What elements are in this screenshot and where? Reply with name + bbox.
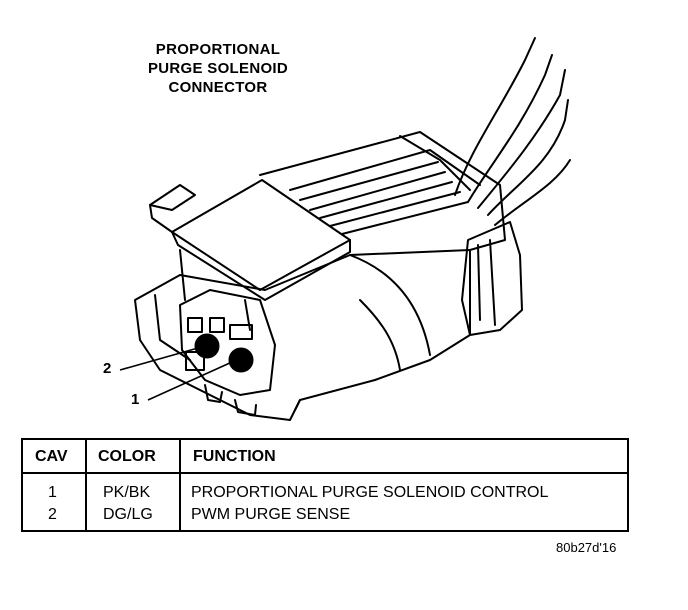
base-tabs: [204, 384, 257, 416]
pinout-table: CAV COLOR FUNCTION 1 PK/BK PROPORTIONAL …: [21, 438, 629, 532]
title-line-3: CONNECTOR: [168, 79, 268, 96]
cavity-2-terminal: [194, 333, 220, 359]
front-housing: [134, 249, 471, 421]
title-line-2: PURGE SOLENOID: [147, 60, 289, 77]
wire-bundle: [454, 37, 571, 226]
top-cover: [149, 179, 351, 301]
cavity-1-terminal: [228, 347, 254, 373]
diagram-title: PROPORTIONAL PURGE SOLENOID CONNECTOR: [118, 40, 318, 97]
header-function: FUNCTION: [193, 448, 276, 465]
callout-2-leader: [119, 347, 199, 371]
row-2-cav: 2: [48, 506, 57, 523]
figure-id: 80b27d'16: [556, 540, 617, 555]
column-divider: [85, 440, 87, 530]
callout-1-leader: [147, 361, 233, 401]
row-1-color: PK/BK: [103, 484, 151, 501]
table-header: [23, 440, 627, 474]
row-2-function: PWM PURGE SENSE: [191, 506, 351, 523]
row-2-color: DG/LG: [103, 506, 153, 523]
connector-face: [179, 289, 276, 396]
row-1-function: PROPORTIONAL PURGE SOLENOID CONTROL: [191, 484, 549, 501]
row-1-cav: 1: [48, 484, 57, 501]
callout-label-1: 1: [131, 391, 140, 408]
column-divider: [179, 440, 181, 530]
connector-rear-body: [259, 131, 506, 251]
header-color: COLOR: [98, 448, 156, 465]
title-line-1: PROPORTIONAL: [155, 41, 281, 58]
lock-tab: [461, 221, 523, 336]
header-cav: CAV: [35, 448, 68, 465]
callout-label-2: 2: [103, 360, 112, 377]
